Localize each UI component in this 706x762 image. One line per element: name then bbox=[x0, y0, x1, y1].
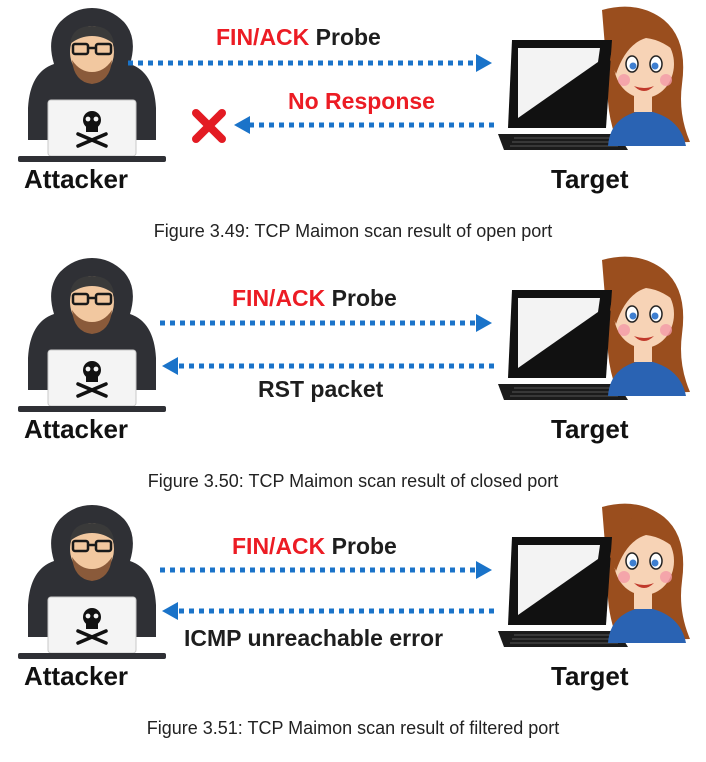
probe-arrowhead bbox=[476, 561, 492, 579]
arrows-layer bbox=[160, 561, 494, 620]
probe-arrowhead bbox=[476, 314, 492, 332]
response-label: RST packet bbox=[258, 376, 384, 402]
target-label: Target bbox=[551, 661, 629, 691]
response-label: ICMP unreachable error bbox=[184, 625, 444, 651]
probe-label: FIN/ACK Probe bbox=[232, 285, 397, 312]
probe-flag-text: FIN/ACK bbox=[232, 533, 326, 559]
probe-flag-text: FIN/ACK bbox=[232, 285, 326, 311]
target-label: Target bbox=[551, 164, 629, 194]
arrows-layer bbox=[128, 54, 494, 143]
attacker-label: Attacker bbox=[24, 414, 129, 444]
probe-arrowhead bbox=[476, 54, 492, 72]
figure-caption: Figure 3.50: TCP Maimon scan result of c… bbox=[147, 471, 559, 491]
attacker-label: Attacker bbox=[24, 661, 129, 691]
figure-caption: Figure 3.51: TCP Maimon scan result of f… bbox=[146, 718, 560, 738]
response-arrowhead bbox=[162, 602, 178, 620]
response-arrowhead bbox=[162, 357, 178, 375]
probe-label: FIN/ACK Probe bbox=[232, 533, 397, 560]
arrows-layer bbox=[160, 314, 494, 375]
response-label: No Response bbox=[288, 88, 435, 114]
figure-caption: Figure 3.49: TCP Maimon scan result of o… bbox=[153, 221, 553, 241]
attacker-label: Attacker bbox=[24, 164, 129, 194]
blocked-x-icon bbox=[192, 109, 226, 143]
probe-label: FIN/ACK Probe bbox=[216, 24, 381, 51]
probe-suffix-text: Probe bbox=[325, 533, 397, 559]
probe-flag-text: FIN/ACK bbox=[216, 24, 310, 50]
probe-suffix-text: Probe bbox=[325, 285, 397, 311]
target-label: Target bbox=[551, 414, 629, 444]
probe-suffix-text: Probe bbox=[309, 24, 381, 50]
response-arrowhead bbox=[234, 116, 250, 134]
